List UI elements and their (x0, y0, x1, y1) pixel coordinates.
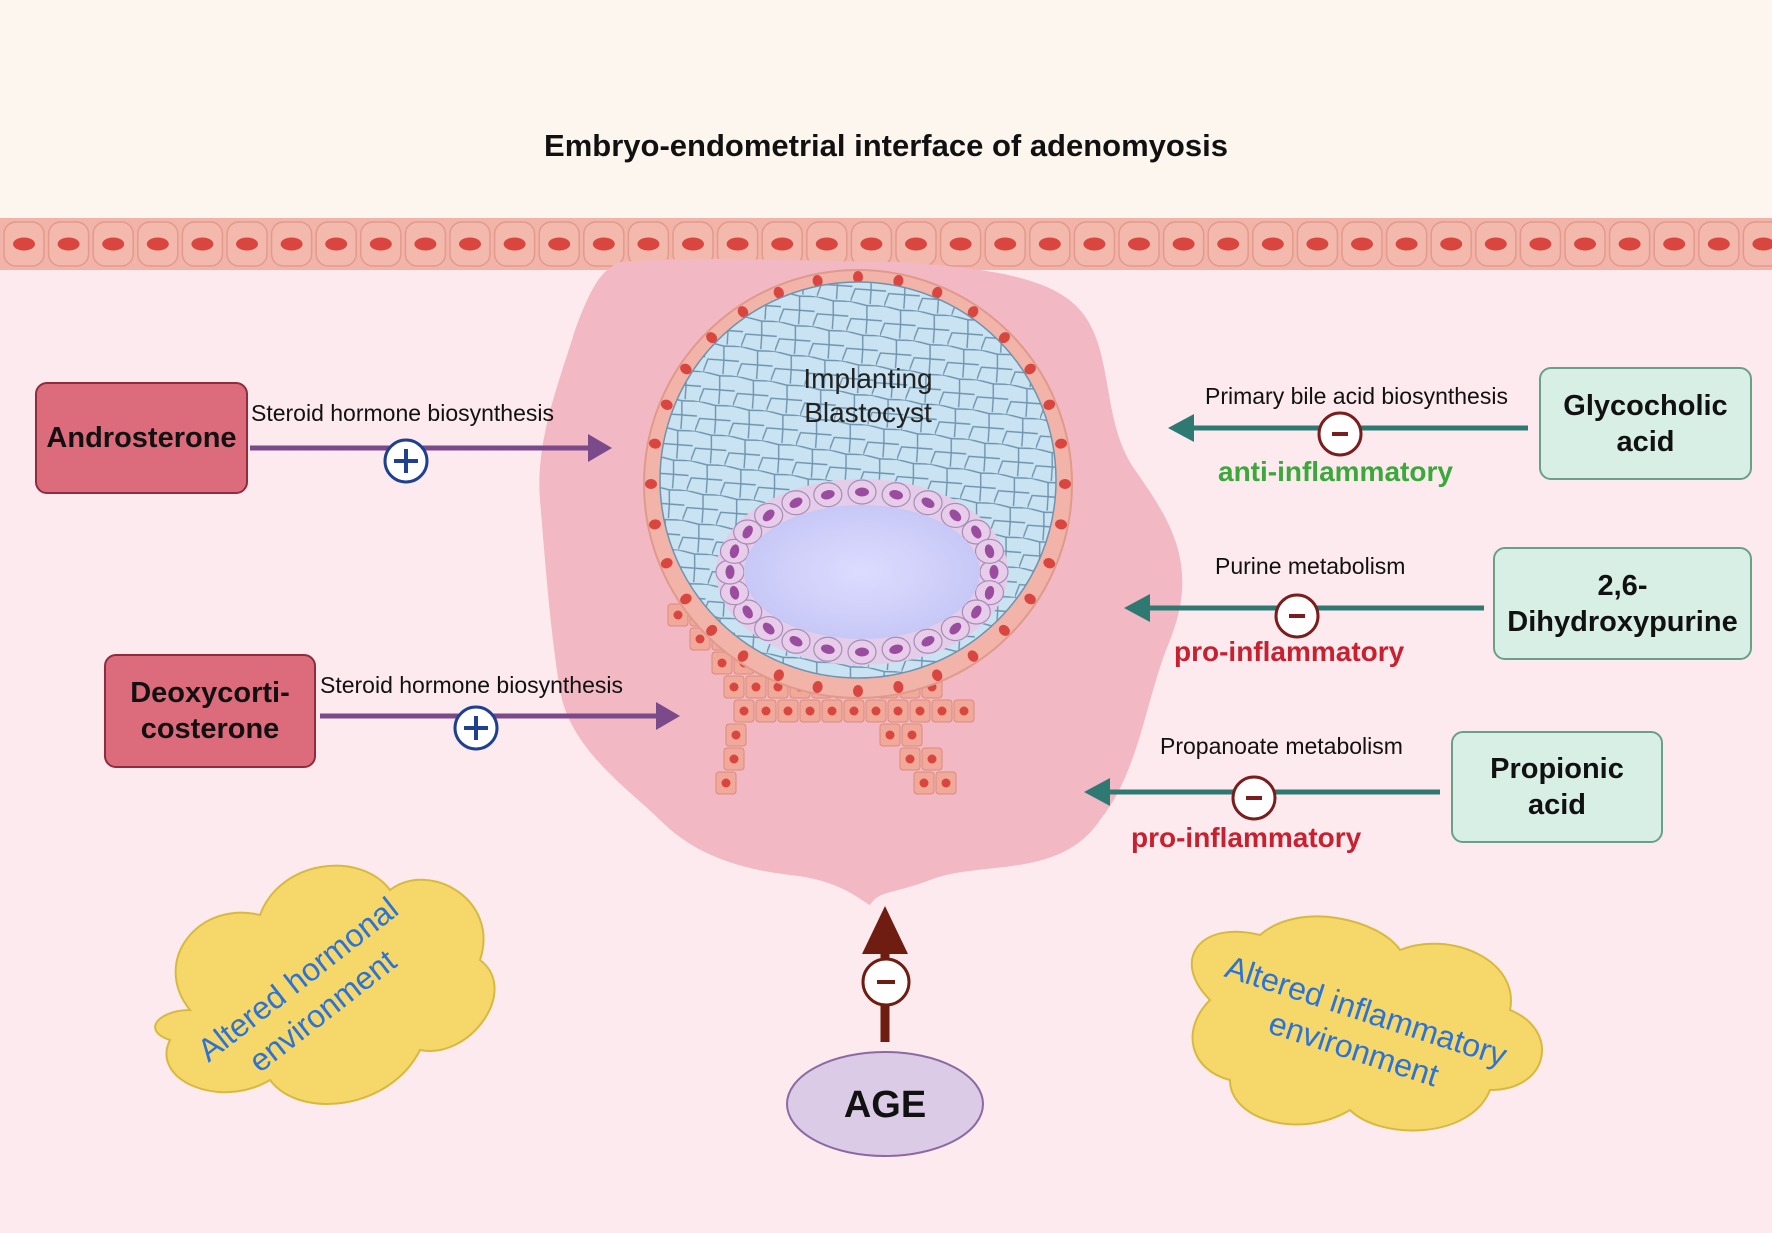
deoxycorticosterone-label: Deoxycorti-costerone (130, 677, 290, 745)
dihydroxypurine-effect-label: pro-inflammatory (1174, 636, 1405, 667)
deoxycorticosterone-box: Deoxycorti-costerone (104, 654, 316, 768)
propionic-effect-label: pro-inflammatory (1131, 822, 1362, 853)
propionic-arrowhead (1084, 778, 1110, 806)
blastocoel-cells (715, 479, 1009, 665)
age-label: AGE (843, 1084, 927, 1126)
plus-icon (453, 705, 499, 751)
blastocyst-ring-cells (645, 271, 1071, 697)
inflammatory-cloud (1190, 915, 1544, 1132)
minus-icon (1274, 593, 1320, 639)
glycocholic-pathway-label: Primary bile acid biosynthesis (1205, 383, 1508, 409)
deoxycorticosterone-arrowhead (656, 702, 680, 730)
age-ellipse (786, 1051, 984, 1157)
epithelial-cell-row (0, 218, 1772, 270)
header-band (0, 0, 1772, 218)
minus-icon (1231, 775, 1277, 821)
glycocholic-effect-label: anti-inflammatory (1218, 456, 1453, 487)
propionic-pathway-label: Propanoate metabolism (1160, 733, 1403, 759)
minus-icon (861, 957, 911, 1007)
hormonal-cloud (154, 864, 496, 1105)
plus-icon (383, 438, 429, 484)
diagram-title: Embryo-endometrial interface of adenomyo… (544, 128, 1228, 163)
deoxycorticosterone-pathway-label: Steroid hormone biosynthesis (320, 672, 623, 698)
dihydroxypurine-label: 2,6-Dihydroxypurine (1507, 569, 1738, 638)
dihydroxypurine-arrowhead (1124, 594, 1150, 622)
dihydroxypurine-pathway-label: Purine metabolism (1215, 553, 1406, 579)
glycocholic-arrowhead (1168, 414, 1194, 442)
androsterone-arrowhead (588, 434, 612, 462)
blastocoel-cavity (744, 505, 980, 639)
androsterone-pathway-label: Steroid hormone biosynthesis (251, 400, 554, 426)
androsterone-label: Androsterone (46, 422, 237, 454)
androsterone-box: Androsterone (35, 382, 248, 494)
age-arrowhead (862, 906, 908, 954)
minus-icon (1317, 411, 1363, 457)
dihydroxypurine-box: 2,6-Dihydroxypurine (1493, 547, 1752, 660)
